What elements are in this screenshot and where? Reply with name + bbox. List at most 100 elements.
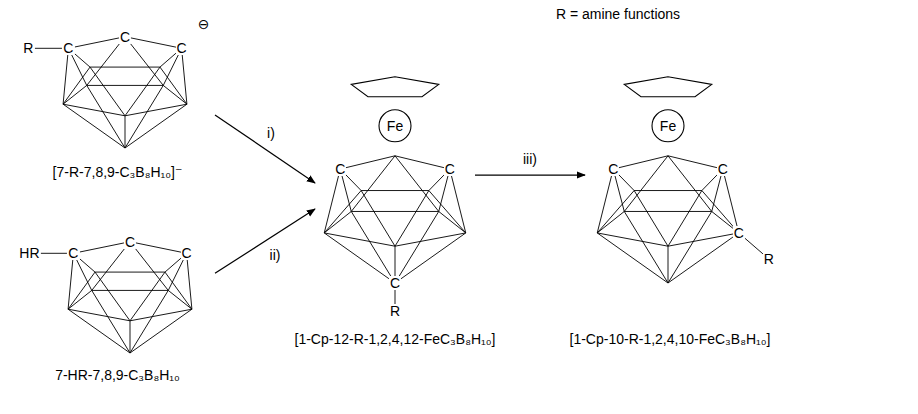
cage-bond — [90, 67, 160, 68]
cage-bond — [439, 211, 466, 232]
cage-bond — [130, 309, 192, 353]
cyclopentadienyl-ring — [351, 77, 438, 97]
cage-bond — [395, 211, 439, 283]
cage-bond — [68, 253, 73, 309]
atom-label: HR — [18, 246, 40, 260]
atom-label: C — [389, 276, 401, 290]
cage-bond — [68, 272, 95, 309]
cage-bond — [130, 309, 192, 321]
atom-label: C — [444, 162, 456, 176]
atom-label: R — [389, 304, 401, 318]
atom-label: C — [124, 235, 136, 249]
cage-bond — [130, 272, 165, 321]
cage-bond — [351, 211, 395, 283]
cage-bond — [125, 116, 126, 148]
cage-bond — [125, 85, 163, 148]
atom-label: C — [181, 246, 193, 260]
cage-bond — [125, 104, 187, 116]
reaction-arrow — [475, 174, 585, 175]
cage-bond — [668, 233, 739, 246]
cage-bond — [634, 190, 702, 191]
cage-bond — [613, 156, 668, 169]
cage-bond — [324, 233, 395, 246]
cage-bond — [597, 233, 668, 283]
iron-atom-circle — [379, 110, 411, 142]
cyclopentadienyl-ring — [624, 77, 711, 97]
cage-bond — [429, 191, 466, 233]
reaction-step-label: i) — [265, 125, 277, 141]
legend-note: R = amine functions — [556, 7, 680, 21]
cage-bond — [63, 67, 90, 104]
cage-bond — [395, 233, 466, 246]
atom-label: C — [62, 41, 74, 55]
atom-label: C — [67, 246, 79, 260]
atom-label: C — [176, 41, 188, 55]
cage-bond — [63, 104, 125, 148]
cage-bond — [395, 156, 450, 169]
cage-bond — [668, 246, 669, 283]
cage-bond — [361, 190, 429, 191]
cage-bond — [340, 156, 395, 169]
cage-bond — [668, 156, 712, 212]
cage-bond — [324, 191, 361, 233]
cage-bond — [87, 37, 125, 86]
cage-bond — [130, 242, 187, 254]
cage-bond — [95, 272, 165, 273]
compound-node: [7-R-7,8,9-C₃B₈H₁₀]⁻ — [20, 10, 215, 160]
atom-label: Fe — [386, 119, 404, 133]
cage-bond — [624, 211, 668, 283]
atom-label: ⊖ — [197, 17, 211, 31]
cage-bond — [68, 37, 125, 49]
cage-bond — [324, 211, 351, 232]
cage-bond — [668, 211, 712, 283]
iron-atom-circle — [652, 110, 684, 142]
reaction-arrow — [215, 115, 315, 183]
cage-bond — [395, 156, 439, 212]
cage-bond — [597, 233, 668, 246]
compound-name: 7-HR-7,8,9-C₃B₈H₁₀ — [55, 367, 180, 384]
cage-bond — [87, 85, 164, 86]
atom-label: C — [717, 162, 729, 176]
cage-bond — [395, 233, 466, 283]
cage-bond — [187, 253, 192, 309]
cage-bond — [668, 191, 702, 247]
cage-bond — [92, 290, 130, 353]
cage-bond — [668, 156, 723, 169]
cage-bond — [624, 156, 668, 212]
cage-bond — [395, 191, 429, 247]
cage-bond — [160, 67, 187, 104]
compound-node: [1-Cp-10-R-1,2,4,10-FeC₃B₈H₁₀] — [585, 65, 755, 327]
compound-name: [1-Cp-12-R-1,2,4,12-FeC₃B₈H₁₀] — [295, 331, 496, 348]
cage-bond — [63, 104, 125, 116]
cage-bond — [624, 211, 711, 212]
cage-bond — [73, 242, 130, 254]
cage-bond — [125, 104, 187, 148]
cage-bond — [87, 85, 125, 148]
cage-bond — [63, 48, 68, 104]
cage-bond — [130, 321, 131, 353]
atom-label: C — [607, 162, 619, 176]
cage-bond — [95, 272, 130, 321]
cage-bond — [351, 211, 438, 212]
cage-bond — [125, 67, 160, 116]
cage-bond — [92, 290, 169, 291]
cage-bond — [597, 191, 634, 233]
atom-label: R — [763, 252, 775, 266]
reaction-step-label: ii) — [268, 247, 283, 263]
reaction-step-label: iii) — [521, 151, 539, 167]
atom-label: C — [733, 226, 745, 240]
cage-bond — [125, 37, 182, 49]
cage-bond — [634, 191, 668, 247]
cage-bond — [68, 309, 130, 353]
compound-node: 7-HR-7,8,9-C₃B₈H₁₀ — [20, 225, 215, 363]
atom-label: C — [334, 162, 346, 176]
reaction-arrow — [215, 209, 315, 273]
atom-label: C — [119, 30, 131, 44]
cage-bond — [182, 48, 187, 104]
compound-name: [7-R-7,8,9-C₃B₈H₁₀]⁻ — [53, 164, 183, 181]
cage-bond — [130, 242, 168, 291]
cage-bond — [361, 191, 395, 247]
cage-bond — [125, 37, 163, 86]
